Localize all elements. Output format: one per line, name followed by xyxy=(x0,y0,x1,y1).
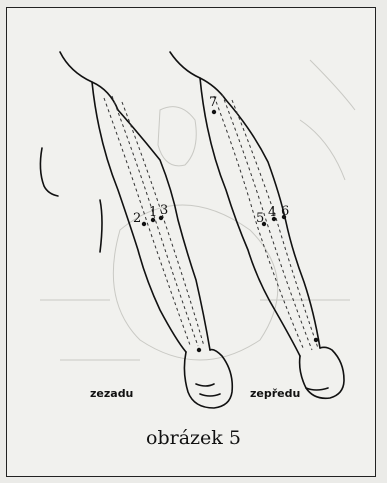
view-label-front: zepředu xyxy=(250,387,300,400)
figure-caption: obrázek 5 xyxy=(0,427,387,449)
point-label-3: 3 xyxy=(160,203,168,218)
point-2 xyxy=(142,222,146,226)
point-back-wrist xyxy=(197,348,201,352)
view-label-back: zezadu xyxy=(90,387,133,400)
point-label-4: 4 xyxy=(268,205,276,220)
background-texture xyxy=(40,60,355,360)
point-label-7: 7 xyxy=(209,95,217,110)
point-label-2: 2 xyxy=(133,211,141,226)
point-7 xyxy=(212,110,216,114)
front-meridians xyxy=(214,94,318,350)
point-label-5: 5 xyxy=(256,211,264,226)
point-label-1: 1 xyxy=(149,205,157,220)
point-label-6: 6 xyxy=(281,204,289,219)
point-front-wrist xyxy=(314,338,318,342)
point-markers xyxy=(142,110,318,352)
